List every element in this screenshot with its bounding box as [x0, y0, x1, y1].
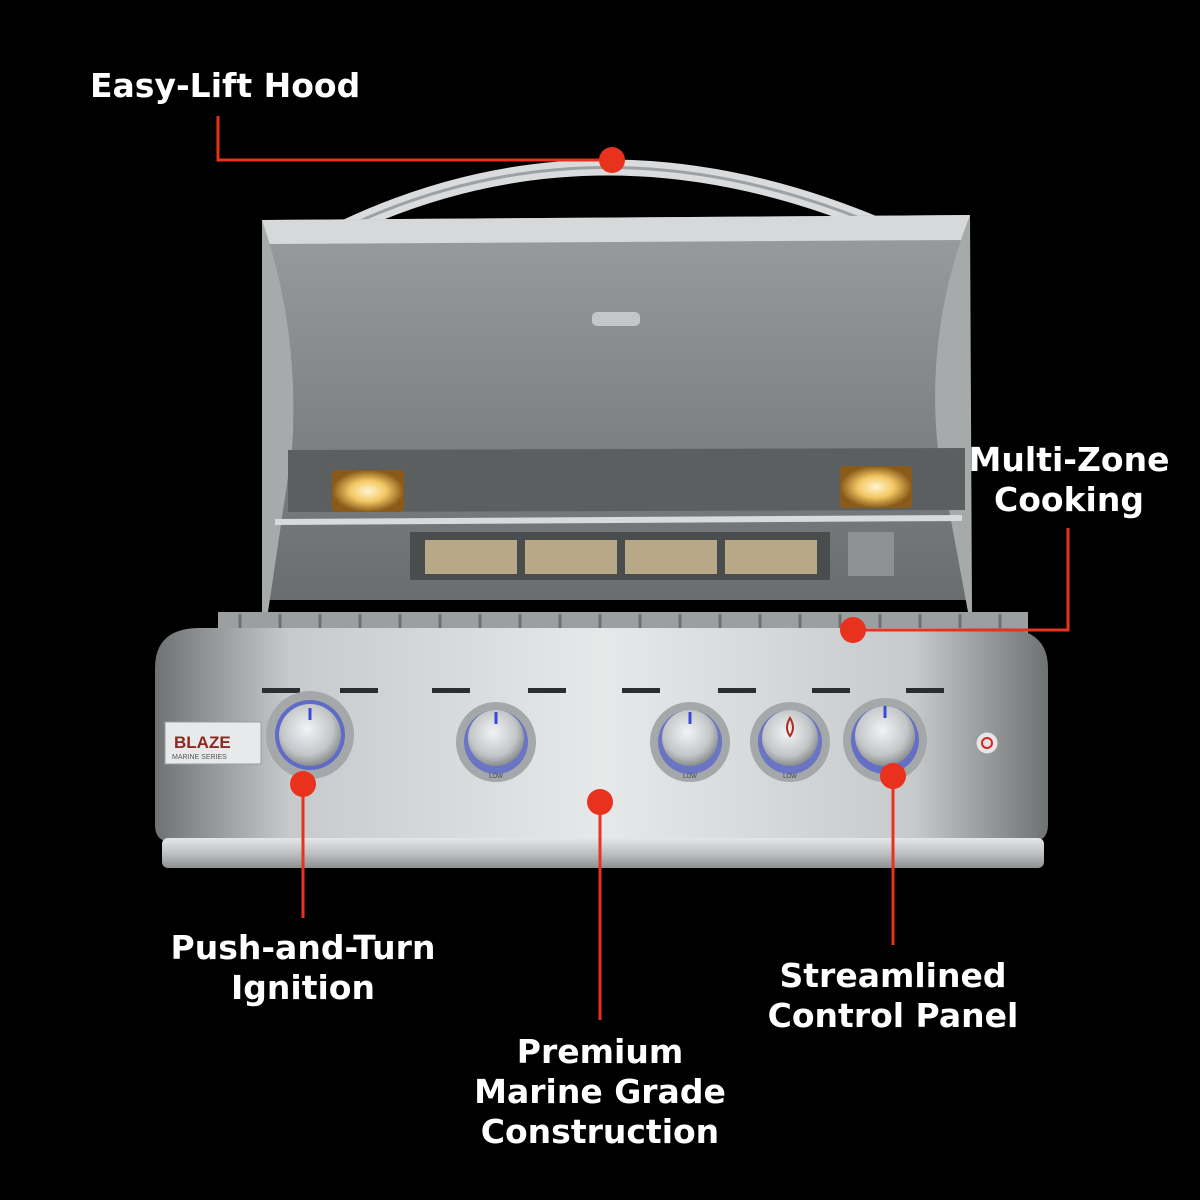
callout-zone-pointer: [840, 528, 1070, 643]
left-lamp: [332, 470, 404, 512]
light-switch[interactable]: [975, 731, 999, 755]
svg-text:LOW: LOW: [783, 774, 797, 780]
callout-construction-label: Premium Marine Grade Construction: [474, 1032, 726, 1151]
svg-text:LOW: LOW: [489, 774, 503, 780]
callout-panel-label: Streamlined Control Panel: [767, 956, 1019, 1035]
knob-2[interactable]: LOW: [456, 702, 536, 782]
right-lamp: [840, 466, 912, 508]
knob-5[interactable]: [843, 698, 927, 782]
knob-4[interactable]: LOW: [750, 702, 830, 782]
drip-tray-front: [162, 838, 1044, 868]
brand-plate: [164, 721, 262, 765]
svg-text:LOW: LOW: [683, 774, 697, 780]
callout-construction-pointer: [587, 789, 613, 1020]
callout-hood-label: Easy-Lift Hood: [90, 66, 361, 105]
warming-panel: [288, 448, 965, 512]
callout-hood-pointer: [216, 116, 625, 173]
knob-3[interactable]: LOW: [650, 702, 730, 782]
brand-logo: BLAZE: [174, 733, 231, 752]
control-panel: [155, 628, 1048, 842]
callout-ignition-pointer: [290, 771, 316, 918]
callout-zone-label: Multi-Zone Cooking: [968, 440, 1170, 519]
callout-ignition-label: Push-and-Turn Ignition: [170, 928, 436, 1007]
knob-1[interactable]: [266, 691, 354, 779]
warming-rack: [274, 515, 963, 525]
callout-panel-pointer: [880, 763, 906, 945]
flame-icon: [786, 716, 794, 738]
hood-latch: [592, 312, 640, 326]
brand-sub: MARINE SERIES: [172, 754, 227, 761]
